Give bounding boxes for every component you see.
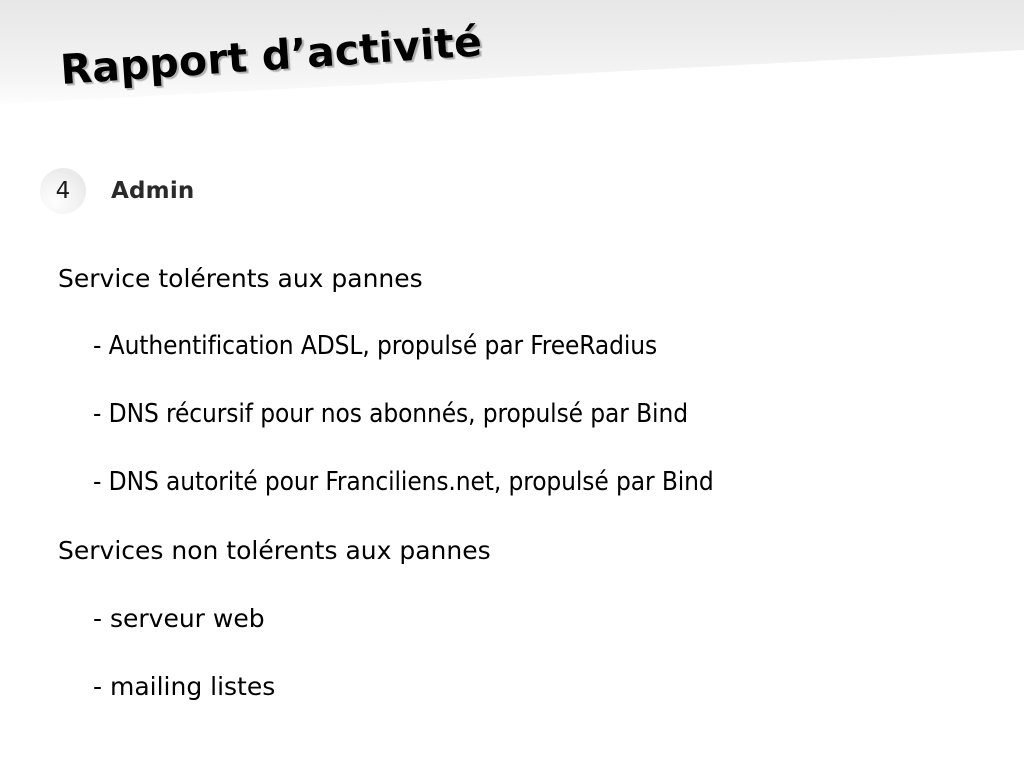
- list-item-bullet: - DNS récursif pour nos abonnés, propuls…: [93, 399, 688, 429]
- list-item-bullet: - mailing listes: [93, 671, 276, 701]
- section-title: Admin: [111, 178, 195, 204]
- list-item-heading: Service tolérents aux pannes: [58, 263, 423, 293]
- section-number-badge: 4: [40, 168, 86, 214]
- section-header: 4 Admin: [40, 168, 195, 214]
- list-item-bullet: - Authentification ADSL, propulsé par Fr…: [93, 331, 658, 361]
- slide-body: 4 Admin Service tolérents aux pannes - Au…: [0, 112, 1024, 768]
- list-item-bullet: - serveur web: [93, 603, 265, 633]
- list-item-heading: Services non tolérents aux pannes: [58, 535, 491, 565]
- content-list: Service tolérents aux pannes - Authentifi…: [0, 244, 1024, 720]
- list-item-bullet: - DNS autorité pour Franciliens.net, pro…: [93, 467, 714, 497]
